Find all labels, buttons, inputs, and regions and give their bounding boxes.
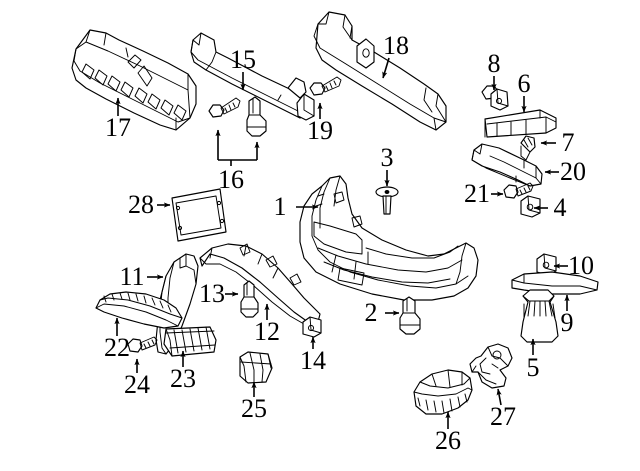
callout-label-28: 28 [128,190,154,219]
part-valance-clip [302,316,322,338]
part-side-bracket-lower [471,143,543,187]
callout-label-13: 13 [199,279,225,308]
callout-label-1: 1 [273,192,287,221]
callout-leaders [114,57,570,429]
part-bumper-reinforcement [313,11,447,131]
callout-label-23: 23 [170,364,196,393]
callout-label-4: 4 [553,193,567,222]
callout-label-19: 19 [307,116,333,145]
callout-label-17: 17 [105,113,131,142]
part-bumper-bracket-plug [239,351,273,384]
part-bumper-cover-screw [375,186,399,215]
callout-label-21: 21 [464,179,490,208]
callout-label-14: 14 [300,346,326,375]
part-energy-absorber [71,29,197,131]
callout-label-12: 12 [254,317,280,346]
callout-label-26: 26 [435,426,461,455]
callout-label-6: 6 [517,69,531,98]
part-lower-trim-strip [511,271,599,295]
callout-label-3: 3 [380,143,394,172]
callout-label-24: 24 [124,370,150,399]
part-reinforcement-fasteners [208,96,267,137]
callout-label-7: 7 [561,128,575,157]
callout-label-2: 2 [364,298,378,327]
part-trim-clip [536,253,557,276]
callout-label-16: 16 [218,165,244,194]
callout-label-5: 5 [526,353,540,382]
part-valance-clip-pin [240,280,259,318]
part-stud-nut [481,85,509,111]
callout-label-20: 20 [560,157,586,186]
callout-label-9: 9 [560,308,574,337]
part-grille-lower [95,291,183,329]
part-retainer-clip [520,195,541,218]
part-bracket-retainer [469,343,513,389]
part-bracket-tapping-screw [503,182,534,199]
callout-label-8: 8 [487,49,501,78]
callout-label-22: 22 [104,333,130,362]
part-fog-lamp-bezel [413,369,473,415]
part-impact-absorber-cone [520,289,559,343]
callout-label-10: 10 [568,251,594,280]
part-side-bracket-upper [484,109,557,138]
part-bracket-screw [520,135,536,161]
callout-label-18: 18 [383,31,409,60]
part-grille-insert-side [163,326,217,357]
part-bumper-cover-bolt [399,296,421,335]
part-grille-screw [127,336,158,353]
callout-label-11: 11 [119,262,145,291]
part-reinforcement-upper-tab [287,77,315,121]
callout-label-27: 27 [490,402,516,431]
callout-label-15: 15 [230,45,256,74]
callout-label-25: 25 [241,394,267,423]
part-license-plate-bracket [171,188,227,242]
part-bumper-cover [299,175,479,301]
part-reinforcement-bolt [309,76,342,96]
